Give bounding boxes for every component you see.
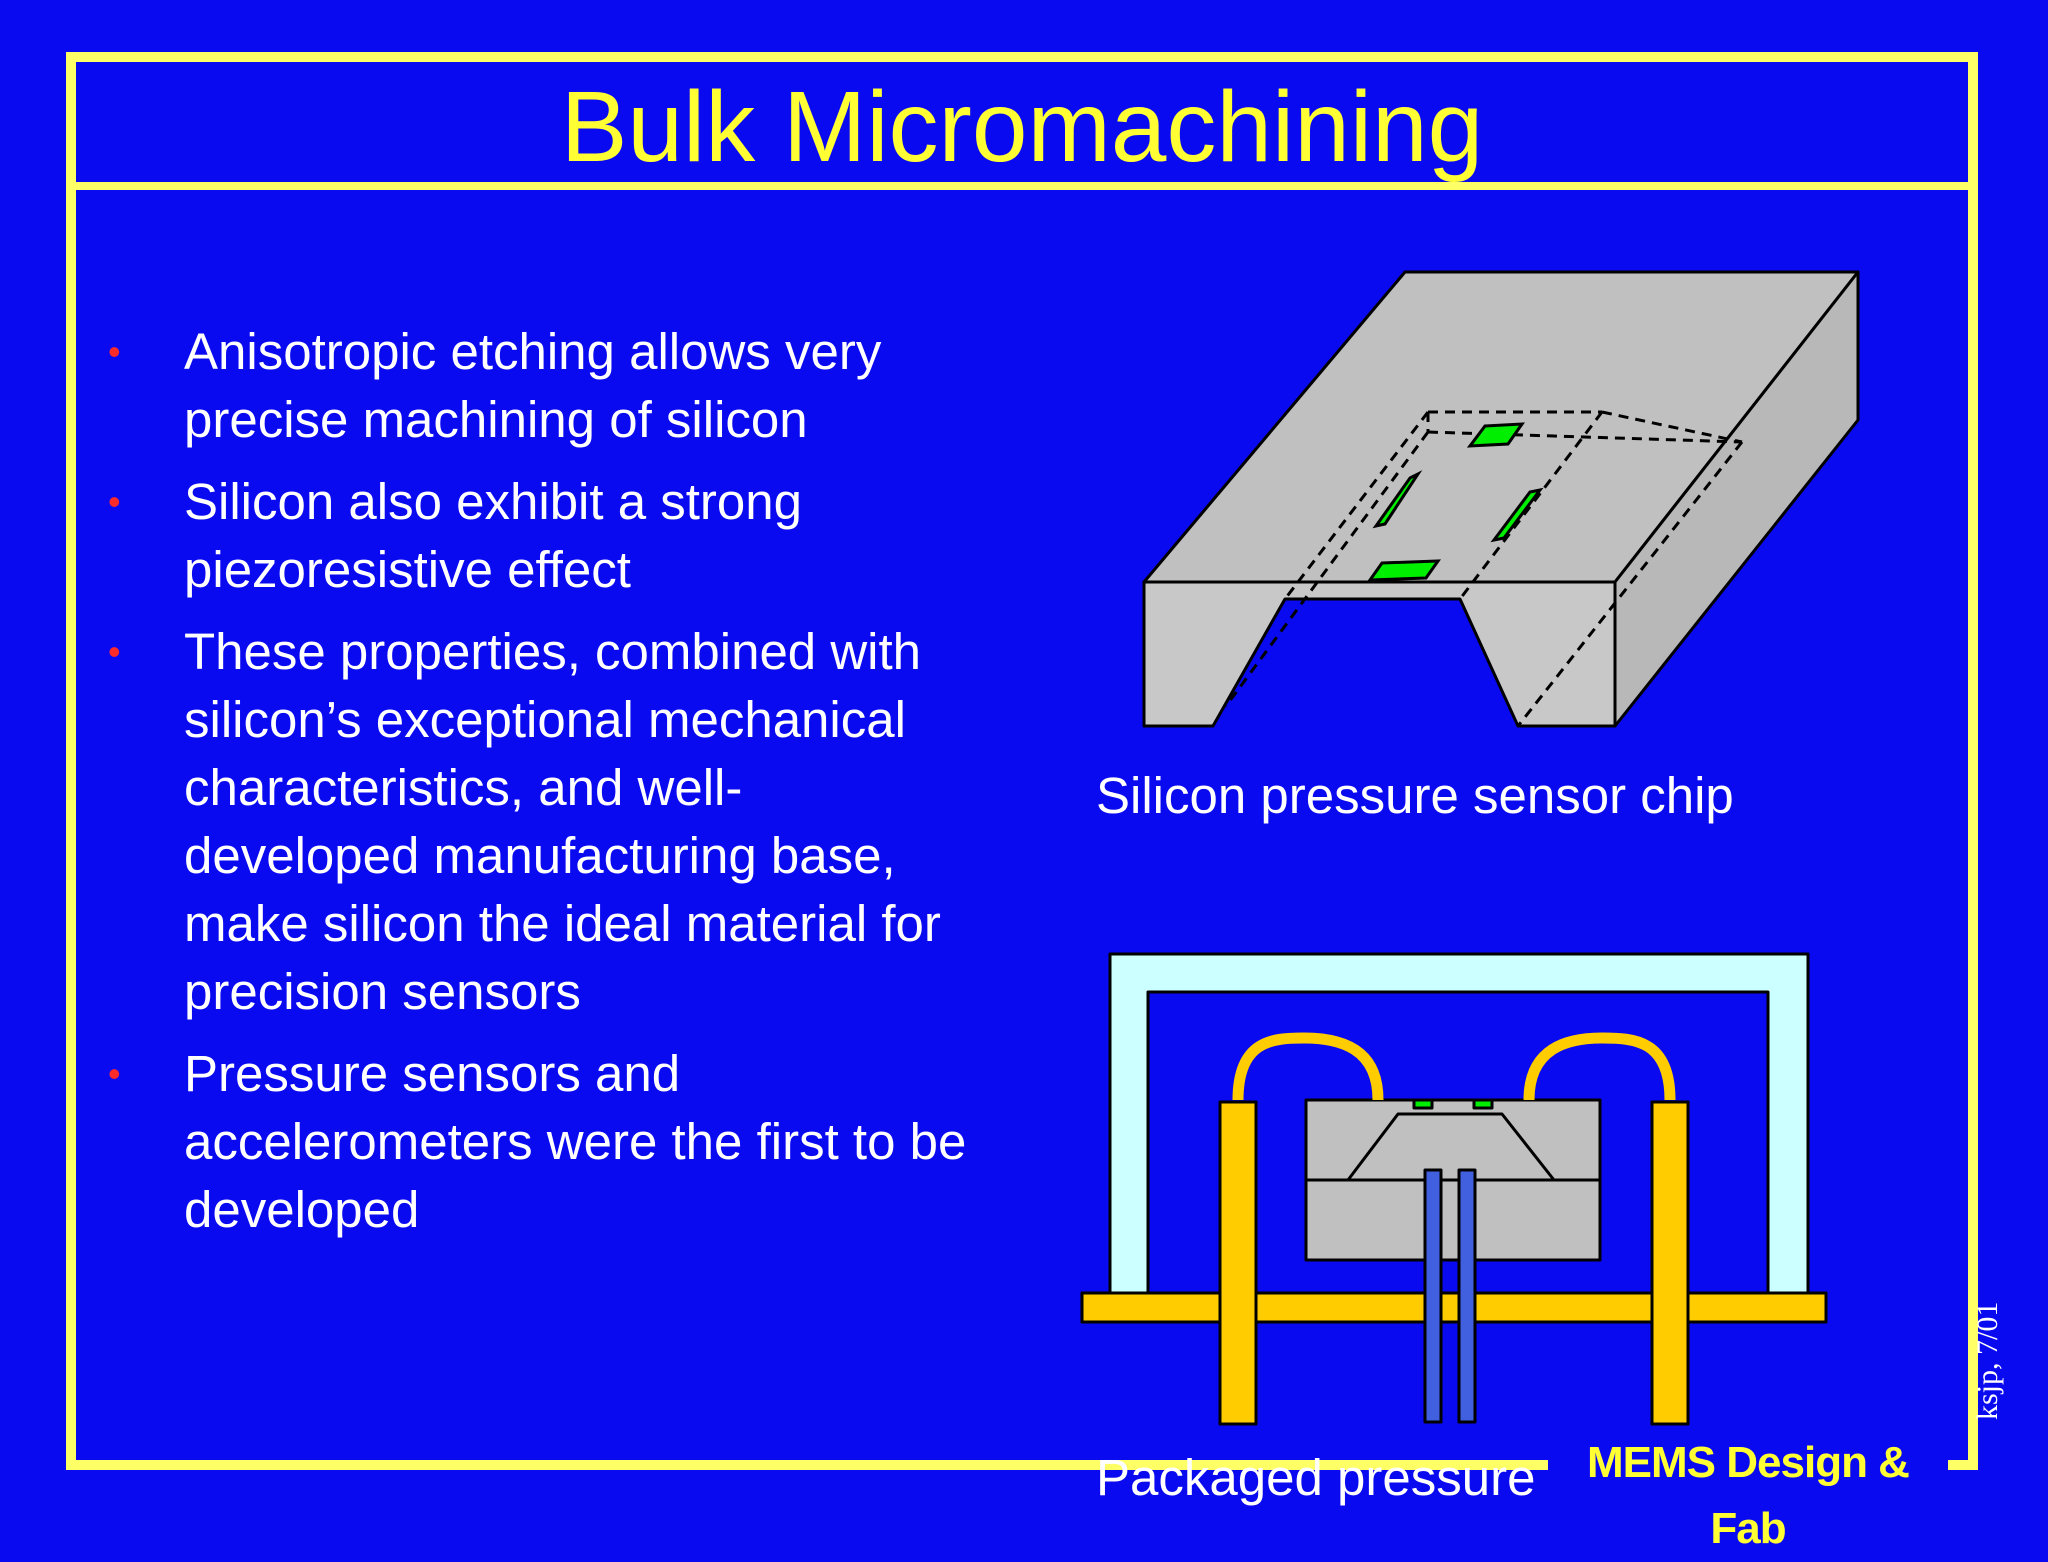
- lead-right: [1650, 1100, 1690, 1426]
- piezoresistor-left: [1372, 470, 1423, 529]
- bullet-marker: •: [108, 331, 121, 372]
- bond-pad-right: [1472, 1098, 1494, 1110]
- slide-frame: [66, 52, 1978, 1470]
- footer-brand-logo: MEMS Design & Fab: [1548, 1430, 1948, 1553]
- lead-left: [1218, 1100, 1258, 1426]
- piezoresistors: [1367, 422, 1544, 582]
- die-cavity: [1346, 1112, 1556, 1182]
- bullet-marker: •: [108, 1053, 121, 1094]
- bullet-text: These properties, combined with silicon’…: [184, 623, 941, 1020]
- chip-front-face: [1142, 580, 1617, 728]
- bullet-item: • Pressure sensors and accelerometers wer…: [108, 1040, 968, 1244]
- sensor-die-lower: [1304, 1178, 1602, 1262]
- bond-wires: [1232, 1032, 1676, 1101]
- package-base: [1080, 1291, 1828, 1324]
- bullet-item: • Anisotropic etching allows very precise…: [108, 318, 968, 454]
- bullet-item: • Silicon also exhibit a strong piezoresi…: [108, 468, 968, 604]
- bullet-marker: •: [108, 631, 121, 672]
- bond-pad-left: [1412, 1098, 1434, 1110]
- bullet-item: • These properties, combined with silicon…: [108, 618, 968, 1026]
- footer-author-date: ksjp, 7/01: [1971, 1301, 2004, 1420]
- title-rule: [66, 182, 1978, 190]
- etched-cavity-hidden-lines: [1224, 410, 1744, 727]
- pressure-port-left: [1423, 1168, 1443, 1424]
- bullet-text: Pressure sensors and accelerometers were…: [184, 1045, 967, 1238]
- piezoresistor-top: [1466, 422, 1525, 448]
- bullet-text: Anisotropic etching allows very precise …: [184, 323, 882, 448]
- bond-wire-left: [1232, 1032, 1384, 1101]
- packaged-sensor-diagram: [1080, 952, 1828, 1426]
- piezoresistor-bottom: [1367, 559, 1441, 582]
- bond-wire-right: [1523, 1032, 1676, 1101]
- bullet-list: • Anisotropic etching allows very precise…: [108, 318, 968, 1258]
- slide-title: Bulk Micromachining: [560, 71, 1484, 183]
- bullet-text: Silicon also exhibit a strong piezoresis…: [184, 473, 803, 598]
- piezoresistor-right: [1490, 487, 1544, 543]
- pressure-sensor-chip-diagram: [1142, 270, 1860, 728]
- pressure-port-right: [1457, 1168, 1477, 1424]
- bullet-marker: •: [108, 481, 121, 522]
- chip-figure-caption: Silicon pressure sensor chip: [1096, 767, 1734, 824]
